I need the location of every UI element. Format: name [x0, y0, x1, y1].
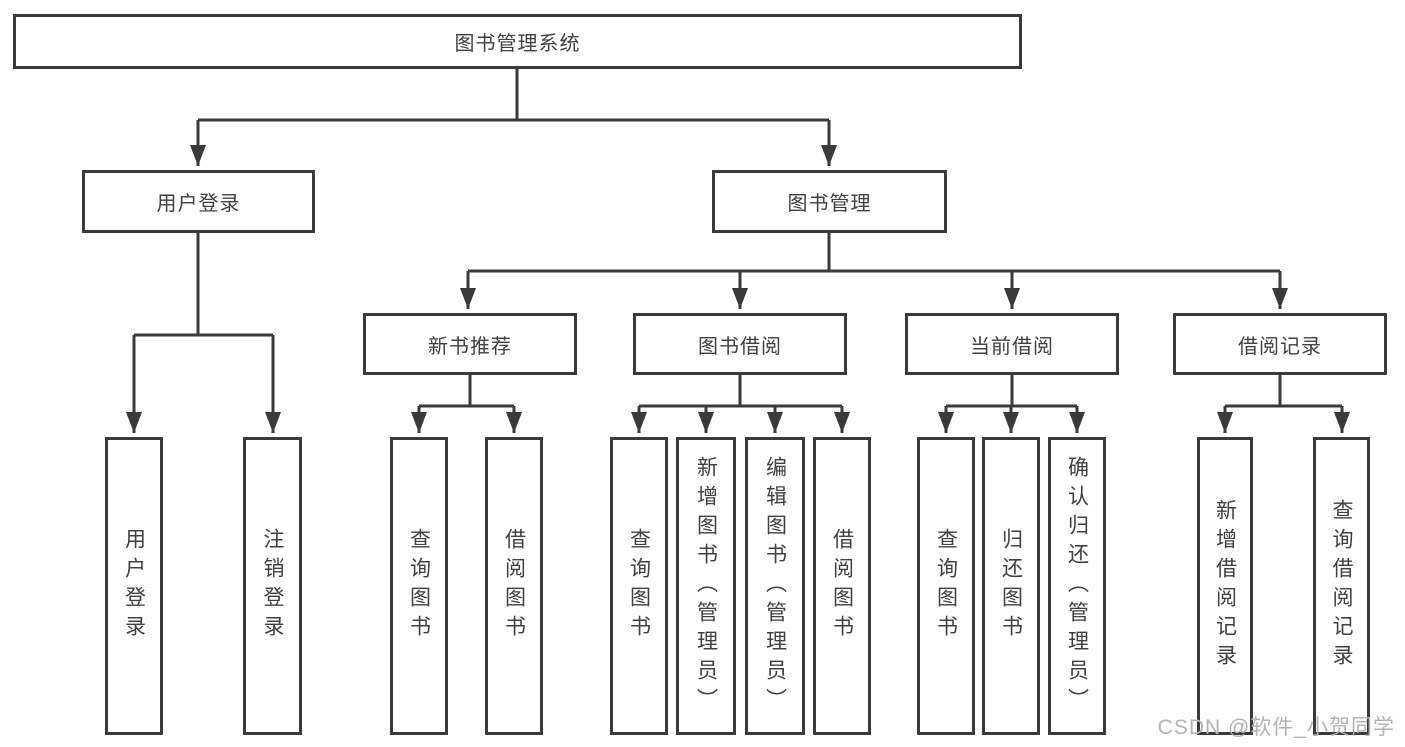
leaf-borrow-books-newbook-label: 借阅图书 [502, 528, 526, 644]
leaf-confirm-return-admin-label: 确认归还（管理员） [1065, 455, 1089, 717]
leaf-return-books-label: 归还图书 [999, 528, 1023, 644]
leaf-logout-label: 注销登录 [261, 528, 284, 644]
leaf-add-borrow-record-label: 新增借阅记录 [1213, 499, 1237, 673]
leaf-add-books-admin: 新增图书（管理员） [676, 437, 736, 735]
leaf-query-borrow-record: 查询借阅记录 [1313, 437, 1370, 735]
leaf-edit-books-admin: 编辑图书（管理员） [745, 437, 805, 735]
node-root: 图书管理系统 [13, 14, 1022, 69]
leaf-borrow-books-borrow: 借阅图书 [813, 437, 871, 735]
leaf-borrow-books-borrow-label: 借阅图书 [830, 528, 854, 644]
csdn-watermark: CSDN @软件_小贺同学 [1157, 716, 1395, 739]
node-current-borrow: 当前借阅 [905, 313, 1119, 375]
leaf-edit-books-admin-label: 编辑图书（管理员） [763, 455, 787, 717]
node-new-book-recommend: 新书推荐 [363, 313, 577, 375]
leaf-query-books-current-label: 查询图书 [934, 528, 958, 644]
leaf-query-books-borrow-label: 查询图书 [627, 528, 651, 644]
leaf-logout: 注销登录 [243, 437, 302, 735]
leaf-query-books-current: 查询图书 [917, 437, 975, 735]
node-borrow-record: 借阅记录 [1173, 313, 1387, 375]
leaf-borrow-books-newbook: 借阅图书 [485, 437, 543, 735]
node-user-login: 用户登录 [82, 170, 315, 233]
leaf-add-books-admin-label: 新增图书（管理员） [694, 455, 718, 717]
leaf-user-login: 用户登录 [105, 437, 163, 735]
leaf-query-books-borrow: 查询图书 [610, 437, 668, 735]
leaf-return-books: 归还图书 [982, 437, 1040, 735]
leaf-confirm-return-admin: 确认归还（管理员） [1048, 437, 1106, 735]
leaf-user-login-label: 用户登录 [122, 528, 146, 644]
node-book-borrow: 图书借阅 [633, 313, 847, 375]
leaf-query-borrow-record-label: 查询借阅记录 [1330, 499, 1353, 673]
leaf-add-borrow-record: 新增借阅记录 [1197, 437, 1253, 735]
leaf-query-books-newbook: 查询图书 [390, 437, 448, 735]
leaf-query-books-newbook-label: 查询图书 [407, 528, 431, 644]
node-book-management: 图书管理 [712, 170, 947, 233]
